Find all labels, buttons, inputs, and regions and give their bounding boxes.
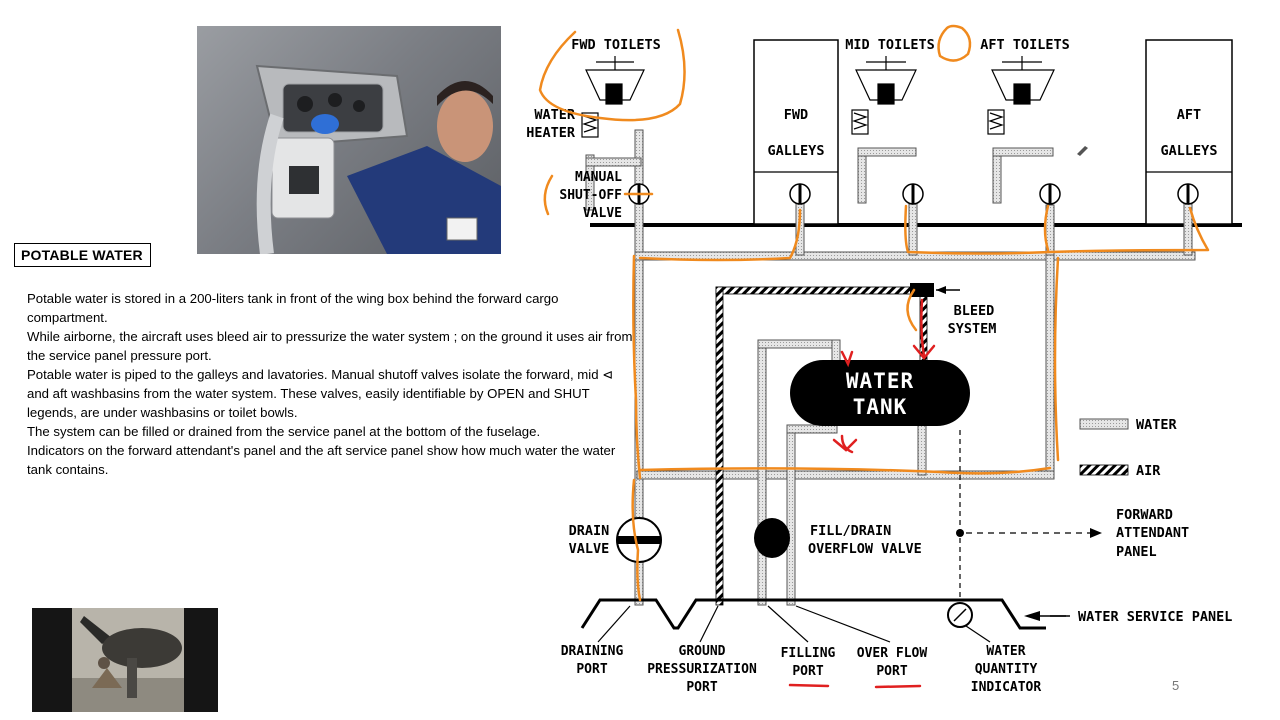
- filling-port-label: FILLING: [781, 646, 836, 661]
- technician-photo: [197, 26, 501, 254]
- legend-water-swatch: [1079, 418, 1129, 430]
- water-tank-label: WATER: [846, 369, 914, 393]
- draining-port-label: DRAINING: [561, 644, 624, 659]
- manual-shutoff-label: MANUAL: [575, 170, 622, 185]
- over-flow-port-label: OVER FLOW: [857, 646, 928, 661]
- draining-port-label: PORT: [576, 662, 607, 677]
- water-quantity-label: INDICATOR: [971, 680, 1042, 695]
- ground-pressurization-label: GROUND: [679, 644, 726, 659]
- paragraph: Indicators on the forward attendant's pa…: [27, 443, 616, 477]
- aft-galleys-label: AFT: [1177, 107, 1201, 123]
- water-tank-label: TANK: [853, 395, 908, 419]
- fwd-galleys-label: FWD: [784, 107, 808, 123]
- manual-shutoff-label: SHUT-OFF: [559, 188, 622, 203]
- section-heading: POTABLE WATER: [14, 243, 151, 267]
- paragraph: Potable water is stored in a 200-liters …: [27, 291, 559, 325]
- water-heater-label: WATER: [534, 107, 576, 123]
- forward-attendant-label: ATTENDANT: [1116, 525, 1189, 541]
- vintage-aircraft-photo: [32, 608, 218, 712]
- mid-toilet-icon: [855, 56, 917, 105]
- mid-toilets-label: MID TOILETS: [845, 37, 934, 53]
- fwd-toilet-icon: [585, 56, 645, 105]
- aft-toilet-icon: [991, 56, 1055, 105]
- water-quantity-label: WATER: [986, 644, 1025, 659]
- fwd-toilets-label: FWD TOILETS: [571, 37, 660, 53]
- page-number: 5: [1172, 678, 1180, 693]
- aft-heater-icon: [987, 109, 1005, 135]
- drain-valve-label: DRAIN: [569, 523, 610, 539]
- ground-pressurization-label: PORT: [686, 680, 717, 695]
- aft-galleys-label: GALLEYS: [1161, 143, 1218, 159]
- mid-heater-icon: [851, 109, 869, 135]
- vintage-aircraft-illustration: [72, 608, 184, 712]
- paragraph: While airborne, the aircraft uses bleed …: [27, 329, 633, 363]
- air-pipes: [715, 286, 928, 606]
- fill-drain-label: OVERFLOW VALVE: [808, 541, 922, 557]
- legend-water-label: WATER: [1136, 417, 1178, 433]
- ground-pressurization-label: PRESSURIZATION: [647, 662, 757, 677]
- fill-drain-label: FILL/DRAIN: [810, 523, 891, 539]
- technician-illustration: [255, 64, 501, 254]
- fwd-galleys-label: GALLEYS: [768, 143, 825, 159]
- bleed-valve: [910, 283, 934, 297]
- water-pipes: [585, 129, 1196, 606]
- shutoff-valves: [628, 183, 1199, 205]
- water-heater-label: HEATER: [526, 125, 576, 141]
- aft-toilets-label: AFT TOILETS: [980, 37, 1069, 53]
- legend-air-label: AIR: [1136, 463, 1161, 479]
- water-quantity-label: QUANTITY: [975, 662, 1038, 677]
- drain-valve-label: VALVE: [569, 541, 610, 557]
- paragraph: The system can be filled or drained from…: [27, 424, 541, 439]
- bleed-system-label: BLEED: [954, 303, 995, 319]
- water-tank: [790, 360, 970, 426]
- forward-attendant-label: PANEL: [1116, 544, 1157, 560]
- water-service-panel-label: WATER SERVICE PANEL: [1078, 609, 1232, 625]
- forward-attendant-label: FORWARD: [1116, 507, 1173, 523]
- pencil-cursor-icon: [1077, 146, 1088, 156]
- fill-drain-overflow-valve: [754, 518, 790, 558]
- filling-port-label: PORT: [792, 664, 823, 679]
- service-panel-outline: [580, 598, 1046, 630]
- red-annotations: [788, 298, 936, 689]
- paragraph: Potable water is piped to the galleys an…: [27, 367, 614, 420]
- legend-air-swatch: [1079, 464, 1129, 476]
- orange-annotations: [538, 24, 1210, 602]
- manual-shutoff-label: VALVE: [583, 206, 622, 221]
- body-text: Potable water is stored in a 200-liters …: [27, 289, 633, 479]
- over-flow-port-label: PORT: [876, 664, 907, 679]
- water-heater-icon: [581, 112, 599, 138]
- bleed-system-label: SYSTEM: [948, 321, 997, 337]
